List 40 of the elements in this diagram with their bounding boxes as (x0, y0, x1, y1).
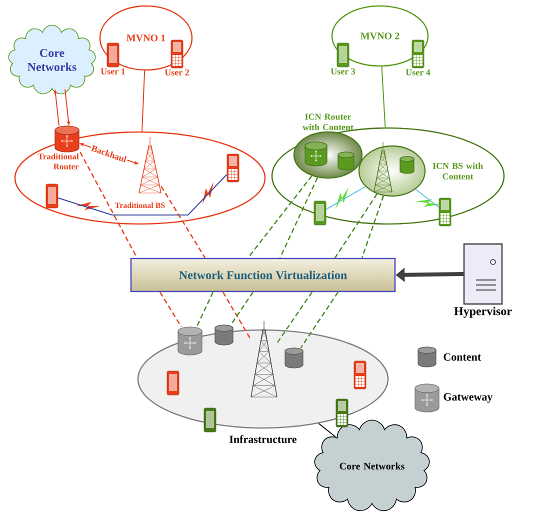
dashed-line (222, 292, 252, 340)
connector-line (326, 186, 366, 210)
phone-icon (226, 154, 240, 182)
dashed-line (334, 194, 378, 258)
legend-label: Content (444, 353, 482, 361)
dashed-line (80, 152, 138, 258)
tower-icon (250, 320, 278, 398)
network-ellipse (14, 131, 266, 225)
dashed-line (160, 186, 206, 258)
phone-icon (314, 200, 326, 226)
phone-icon (438, 198, 452, 226)
cloud: Core Networks (314, 420, 430, 512)
dashed-line (159, 292, 182, 328)
phone-icon (336, 398, 348, 428)
cloud: Core Networks (8, 24, 96, 94)
dashed-line (276, 292, 313, 344)
dashed-line (248, 175, 312, 258)
process-box: Network Function Virtualization (130, 258, 396, 292)
phone-icon (204, 408, 216, 432)
phone-icon (46, 184, 58, 208)
node-label: Infrastructure (230, 435, 297, 444)
node-label: Traditional Router (38, 153, 79, 170)
dashed-line (300, 292, 339, 348)
connector-line (415, 188, 440, 208)
database-cylinder (214, 324, 234, 346)
connector-line (142, 70, 146, 132)
node-label: ICN BS with Content (432, 162, 483, 180)
dashed-line (196, 292, 214, 328)
phone-icon (354, 360, 366, 390)
dashed-line (279, 177, 318, 258)
dashed-line (361, 196, 384, 258)
connector-line (318, 423, 336, 438)
router-cylinder: Traditional Router (38, 126, 80, 170)
dashed-line (230, 292, 254, 326)
legend-label: Gatweway (444, 393, 493, 403)
connector-line (381, 66, 386, 128)
database-cylinder (284, 348, 304, 368)
phone-icon (166, 370, 180, 396)
node-label: ICN Router with Content (302, 114, 354, 130)
database-cylinder (178, 326, 202, 356)
